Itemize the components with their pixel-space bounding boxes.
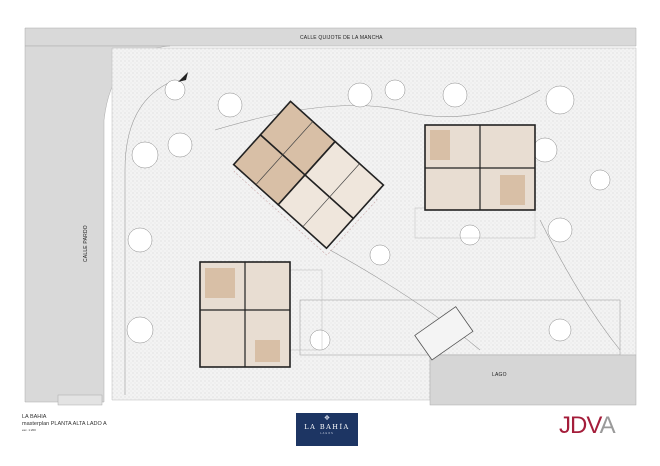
- logo-sub: LAGOS: [320, 432, 334, 435]
- road-calle-quijote: [24, 27, 637, 47]
- la-bahia-logo: ❖ LA BAHÍA LAGOS: [296, 413, 358, 446]
- logo-emblem-icon: ❖: [323, 415, 331, 422]
- lake-label: LAGO: [492, 372, 507, 378]
- building-1: [232, 100, 385, 256]
- jdva-logo: JDVA: [559, 412, 616, 440]
- pavilion: [414, 306, 474, 361]
- building-2: [414, 124, 536, 239]
- jdva-accent: A: [599, 412, 616, 439]
- building-3: [199, 261, 323, 368]
- project-name: LA BAHIA: [22, 414, 47, 420]
- jdva-main: JDV: [559, 412, 601, 439]
- logo-name: LA BAHÍA: [304, 423, 350, 431]
- north-arrow-icon: [178, 72, 188, 82]
- lake: [429, 354, 637, 406]
- sheet-title: masterplan PLANTA ALTA LADO A: [22, 420, 107, 427]
- trees: [126, 79, 611, 351]
- title-block: LA BAHIA masterplan PLANTA ALTA LADO A e…: [22, 414, 107, 434]
- street-label-left: CALLE PARDO: [83, 225, 89, 262]
- street-label-top: CALLE QUIJOTE DE LA MANCHA: [300, 35, 383, 41]
- scale-label: esc. 1:200: [22, 428, 36, 432]
